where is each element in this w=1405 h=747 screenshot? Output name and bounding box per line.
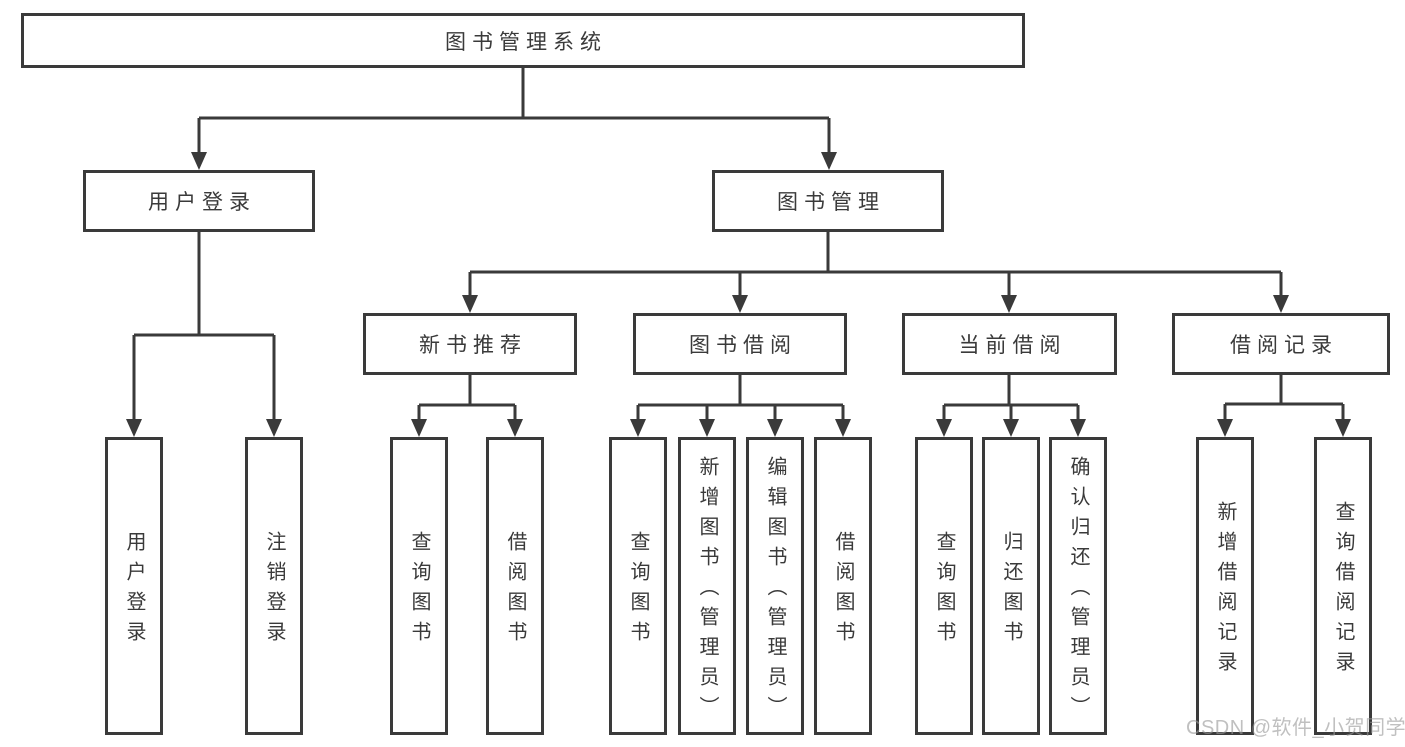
- node-book-borrow: 图书借阅: [633, 313, 847, 375]
- csdn-watermark: CSDN @软件_小贺同学: [1186, 717, 1405, 739]
- edge-current-borrow-to-children: [936, 375, 1086, 437]
- leaf-user-login: 用户登录: [105, 437, 163, 735]
- leaf-query-books-borrow: 查询图书: [609, 437, 667, 735]
- node-borrow-records: 借阅记录: [1172, 313, 1390, 375]
- node-new-book-recommend: 新书推荐: [363, 313, 577, 375]
- leaf-add-books-admin: 新增图书（管理员）: [678, 437, 736, 735]
- edge-root-to-level2: [191, 68, 837, 170]
- node-current-borrow: 当前借阅: [902, 313, 1117, 375]
- leaf-add-borrow-record: 新增借阅记录: [1196, 437, 1254, 735]
- node-book-management: 图书管理: [712, 170, 944, 232]
- leaf-borrow-books-recommend: 借阅图书: [486, 437, 544, 735]
- edge-user-login-to-children: [126, 232, 282, 437]
- edge-new-book-recommend-to-children: [411, 375, 523, 437]
- leaf-return-books: 归还图书: [982, 437, 1040, 735]
- node-user-login: 用户登录: [83, 170, 315, 232]
- edge-book-borrow-to-children: [630, 375, 851, 437]
- leaf-query-books-recommend: 查询图书: [390, 437, 448, 735]
- leaf-borrow-books: 借阅图书: [814, 437, 872, 735]
- node-root: 图书管理系统: [21, 13, 1025, 68]
- leaf-logout-login: 注销登录: [245, 437, 303, 735]
- leaf-query-borrow-record: 查询借阅记录: [1314, 437, 1372, 735]
- leaf-confirm-return-admin: 确认归还（管理员）: [1049, 437, 1107, 735]
- leaf-query-books-current: 查询图书: [915, 437, 973, 735]
- leaf-edit-books-admin: 编辑图书（管理员）: [746, 437, 804, 735]
- edge-borrow-records-to-children: [1217, 375, 1351, 437]
- edge-book-management-to-children: [462, 232, 1289, 313]
